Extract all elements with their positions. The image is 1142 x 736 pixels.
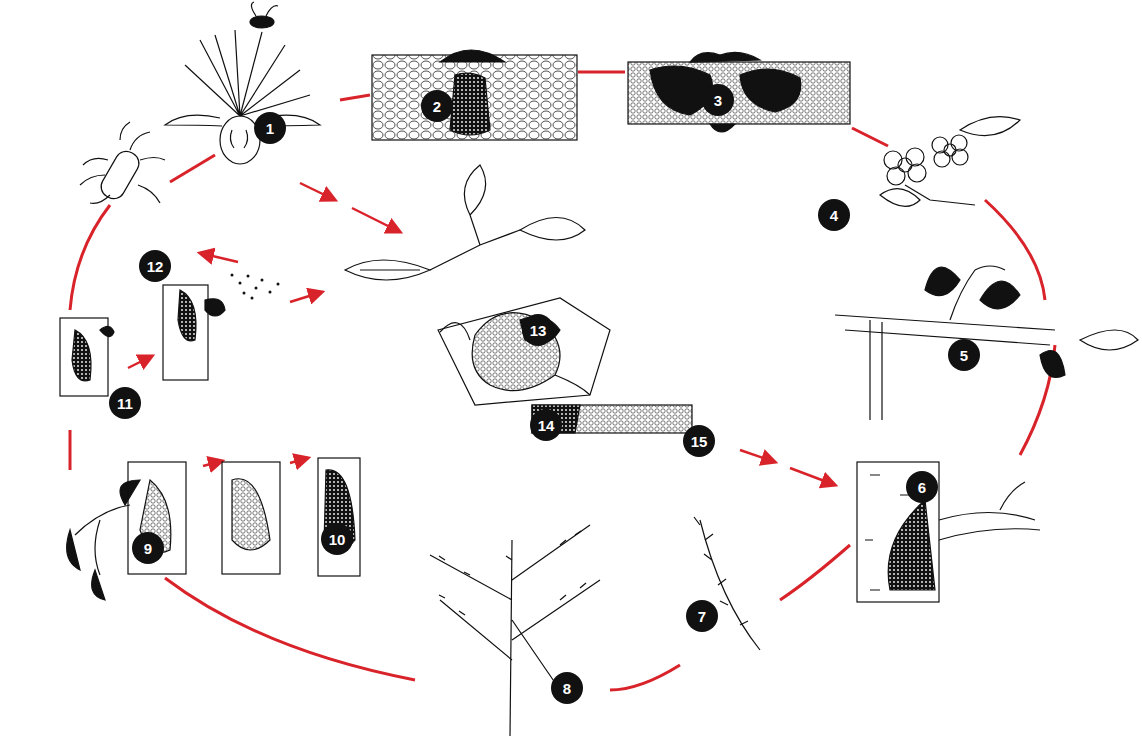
cycle-line bbox=[70, 72, 1055, 690]
callout-number: 4 bbox=[830, 208, 838, 223]
callout-number-circle: 10 bbox=[321, 523, 353, 555]
callout-number: 5 bbox=[960, 348, 968, 363]
callout-number: 9 bbox=[144, 541, 152, 556]
callout-number-circle: 7 bbox=[686, 600, 718, 632]
callout-number: 6 bbox=[918, 480, 926, 495]
callout-number-circle: 13 bbox=[522, 314, 554, 346]
callout-number-circle: 3 bbox=[702, 84, 734, 116]
callout-number: 15 bbox=[691, 434, 708, 449]
callout-number: 14 bbox=[538, 418, 555, 433]
callout-number-circle: 2 bbox=[421, 90, 453, 122]
callout-number-circle: 6 bbox=[906, 471, 938, 503]
callout-number: 12 bbox=[147, 259, 164, 274]
callout-number-circle: 15 bbox=[683, 425, 715, 457]
callout-number: 11 bbox=[117, 396, 133, 411]
callout-number: 1 bbox=[266, 121, 274, 136]
callout-number: 13 bbox=[530, 323, 547, 338]
callout-number-circle: 12 bbox=[139, 250, 171, 282]
callout-number: 10 bbox=[329, 532, 346, 547]
callout-number: 2 bbox=[433, 99, 441, 114]
callout-number: 7 bbox=[698, 609, 706, 624]
drawing bbox=[60, 2, 1138, 736]
callout-number-circle: 8 bbox=[551, 672, 583, 704]
callout-number-circle: 11 bbox=[109, 387, 141, 419]
red-arrow bbox=[128, 183, 835, 485]
callout-number-circle: 9 bbox=[132, 532, 164, 564]
callout-number-circle: 1 bbox=[254, 112, 286, 144]
callout-number: 3 bbox=[714, 93, 722, 108]
callout-number-circle: 4 bbox=[818, 199, 850, 231]
callout-number-circle: 14 bbox=[530, 409, 562, 441]
callout-number: 8 bbox=[563, 681, 571, 696]
callout-number-circle: 5 bbox=[948, 339, 980, 371]
